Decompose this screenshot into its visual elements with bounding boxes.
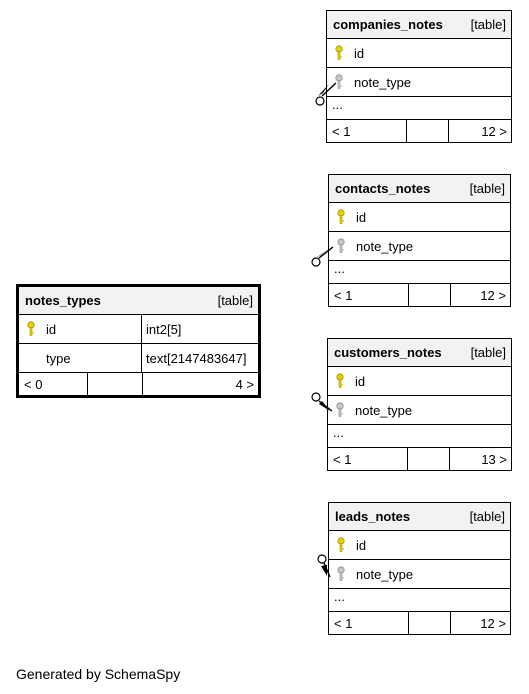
column-type: text[2147483647]: [146, 350, 247, 366]
table-notes-types[interactable]: notes_types [table] id int2[5] type text…: [16, 284, 261, 398]
table-name: companies_notes: [333, 17, 443, 32]
column-row: note_type: [329, 560, 510, 589]
table-kind: [table]: [217, 293, 253, 308]
parents-count[interactable]: < 0: [24, 376, 43, 392]
primary-key-icon: [336, 208, 350, 226]
column-name: note_type: [356, 566, 414, 582]
more-columns: ...: [327, 97, 511, 120]
column-row: type text[2147483647]: [19, 344, 258, 373]
column-row: id: [329, 531, 510, 560]
children-count[interactable]: 12 >: [480, 615, 506, 631]
table-footer: < 1 12 >: [329, 612, 510, 634]
table-kind: [table]: [470, 345, 506, 360]
column-row: id int2[5]: [19, 315, 258, 344]
column-name: id: [354, 45, 365, 61]
table-footer: < 1 12 >: [327, 120, 511, 142]
table-header: contacts_notes [table]: [329, 175, 510, 203]
fk-marker-contacts-notes: [311, 246, 334, 267]
table-header: customers_notes [table]: [328, 339, 511, 367]
table-name: leads_notes: [335, 509, 411, 524]
more-columns: ...: [328, 425, 511, 448]
generated-by-credit: Generated by SchemaSpy: [16, 666, 181, 682]
column-name: note_type: [356, 238, 414, 254]
foreign-key-icon: [334, 73, 348, 91]
primary-key-icon: [26, 320, 40, 338]
foreign-key-icon: [336, 565, 350, 583]
parents-count[interactable]: < 1: [333, 451, 352, 467]
primary-key-icon: [336, 536, 350, 554]
table-header: notes_types [table]: [19, 287, 258, 315]
parents-count[interactable]: < 1: [334, 287, 353, 303]
more-columns: ...: [329, 261, 510, 284]
table-customers-notes[interactable]: customers_notes [table] id note_type ...…: [327, 338, 512, 471]
more-columns: ...: [329, 589, 510, 612]
table-kind: [table]: [469, 509, 505, 524]
column-name: id: [356, 537, 367, 553]
column-row: id: [329, 203, 510, 232]
table-footer: < 1 13 >: [328, 448, 511, 470]
column-row: id: [328, 367, 511, 396]
column-name: id: [355, 373, 366, 389]
column-row: id: [327, 39, 511, 68]
table-contacts-notes[interactable]: contacts_notes [table] id note_type ... …: [328, 174, 511, 307]
foreign-key-icon: [335, 401, 349, 419]
column-name: note_type: [355, 402, 413, 418]
column-name: id: [356, 209, 367, 225]
table-name: customers_notes: [334, 345, 442, 360]
column-row: note_type: [327, 68, 511, 97]
column-row: note_type: [329, 232, 510, 261]
table-kind: [table]: [470, 17, 506, 32]
column-name: type: [46, 350, 71, 366]
table-name: notes_types: [25, 293, 101, 308]
children-count[interactable]: 12 >: [480, 287, 506, 303]
fk-marker-leads-notes: [317, 554, 331, 578]
parents-count[interactable]: < 1: [332, 123, 351, 139]
column-name: note_type: [354, 74, 412, 90]
foreign-key-icon: [336, 237, 350, 255]
table-companies-notes[interactable]: companies_notes [table] id note_type ...…: [326, 10, 512, 143]
primary-key-icon: [335, 372, 349, 390]
table-footer: < 1 12 >: [329, 284, 510, 306]
table-header: companies_notes [table]: [327, 11, 511, 39]
table-kind: [table]: [469, 181, 505, 196]
parents-count[interactable]: < 1: [334, 615, 353, 631]
table-header: leads_notes [table]: [329, 503, 510, 531]
children-count[interactable]: 13 >: [481, 451, 507, 467]
column-type: int2[5]: [146, 321, 182, 337]
table-footer: < 0 4 >: [19, 373, 258, 395]
primary-key-icon: [334, 44, 348, 62]
table-name: contacts_notes: [335, 181, 431, 196]
fk-marker-customers-notes: [311, 392, 333, 412]
fk-marker-companies-notes: [315, 82, 337, 106]
column-row: note_type: [328, 396, 511, 425]
children-count[interactable]: 4 >: [235, 376, 254, 392]
children-count[interactable]: 12 >: [481, 123, 507, 139]
table-leads-notes[interactable]: leads_notes [table] id note_type ... < 1…: [328, 502, 511, 635]
column-name: id: [46, 321, 57, 337]
